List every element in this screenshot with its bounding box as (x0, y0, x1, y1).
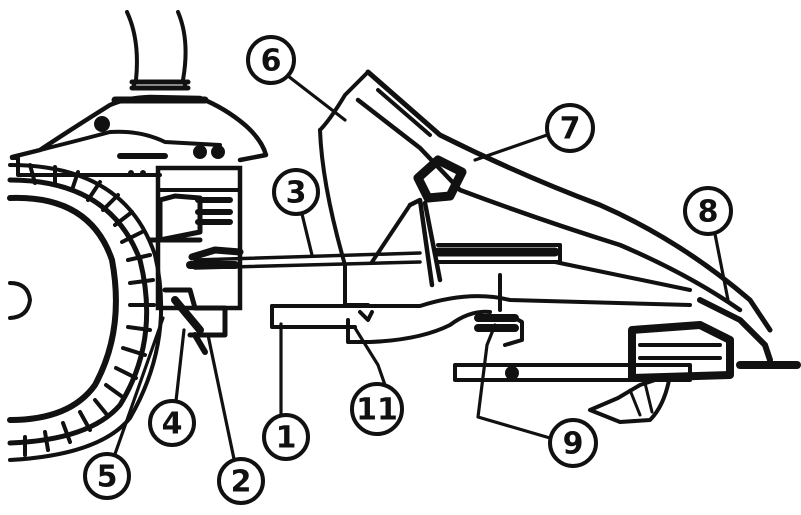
leader-8 (713, 232, 730, 302)
intake-pipe (125, 10, 188, 87)
rear-tool-housing (628, 321, 734, 382)
handle-beam (365, 69, 773, 333)
svg-text:1: 1 (276, 421, 297, 456)
svg-text:3: 3 (286, 176, 307, 211)
lower-link (270, 294, 692, 308)
leader-2 (206, 333, 236, 461)
svg-text:5: 5 (97, 460, 118, 495)
hood-bolt (94, 116, 110, 132)
top-link (193, 251, 422, 270)
disc-coulter (588, 373, 672, 424)
callout-1: 1 (262, 413, 310, 461)
tractor (9, 10, 269, 355)
callout-11: 11 (350, 382, 404, 436)
svg-text:6: 6 (261, 44, 282, 79)
implement (193, 69, 801, 424)
callout-7: 7 (545, 103, 595, 153)
callout-3: 3 (272, 168, 320, 216)
callout-5: 5 (83, 452, 131, 500)
callout-8: 8 (683, 186, 733, 236)
leader-3 (300, 212, 314, 257)
svg-text:2: 2 (231, 465, 252, 500)
callout-6: 6 (246, 35, 296, 85)
svg-text:7: 7 (560, 112, 581, 147)
leader-5 (113, 316, 165, 456)
callout-2: 2 (217, 457, 265, 505)
leader-4 (174, 328, 186, 403)
rear-wheel (7, 163, 164, 462)
wheel-hub (8, 281, 32, 320)
leader-6 (286, 74, 347, 122)
svg-text:9: 9 (563, 427, 584, 462)
leader-7 (473, 133, 549, 162)
svg-text:8: 8 (698, 195, 719, 230)
svg-text:4: 4 (162, 407, 183, 442)
mast-plate (318, 70, 370, 132)
svg-text:11: 11 (356, 393, 398, 428)
hood (9, 94, 269, 163)
callout-9: 9 (548, 418, 598, 468)
callout-4: 4 (148, 399, 196, 447)
leader-9 (476, 323, 552, 440)
callouts: 1 2 3 4 5 6 7 8 (83, 35, 733, 505)
leader-lines (113, 74, 730, 461)
leader-11 (353, 326, 387, 387)
